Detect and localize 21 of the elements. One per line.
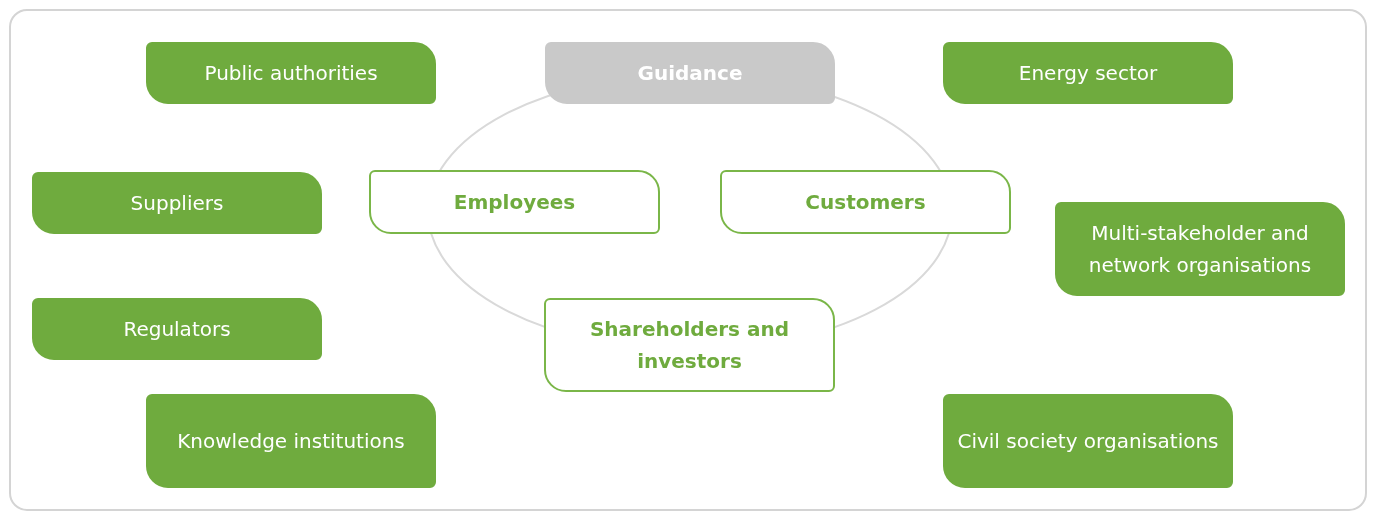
stakeholder-box <box>720 170 1011 234</box>
box-label: Customers <box>805 189 926 216</box>
stakeholder-box <box>369 170 660 234</box>
guidance-box <box>545 42 835 104</box>
stakeholder-box <box>32 172 322 234</box>
stakeholder-box <box>943 394 1233 488</box>
box-label: Civil society organisations <box>957 428 1219 455</box>
box-label: Suppliers <box>130 190 224 217</box>
box-label: Multi-stakeholder and network organisations <box>1087 220 1313 279</box>
stakeholder-box <box>146 394 436 488</box>
box-label: Public authorities <box>204 60 378 87</box>
stakeholder-box <box>943 42 1233 104</box>
stakeholder-box <box>1055 202 1345 296</box>
stakeholder-box <box>32 298 322 360</box>
box-label: Regulators <box>123 316 231 343</box>
box-label: Knowledge institutions <box>177 428 405 455</box>
stakeholder-box <box>146 42 436 104</box>
box-label: Energy sector <box>1018 60 1158 87</box>
box-label: Shareholders and investors <box>588 316 791 375</box>
box-label: Employees <box>453 189 576 216</box>
stakeholder-box <box>544 298 835 392</box>
